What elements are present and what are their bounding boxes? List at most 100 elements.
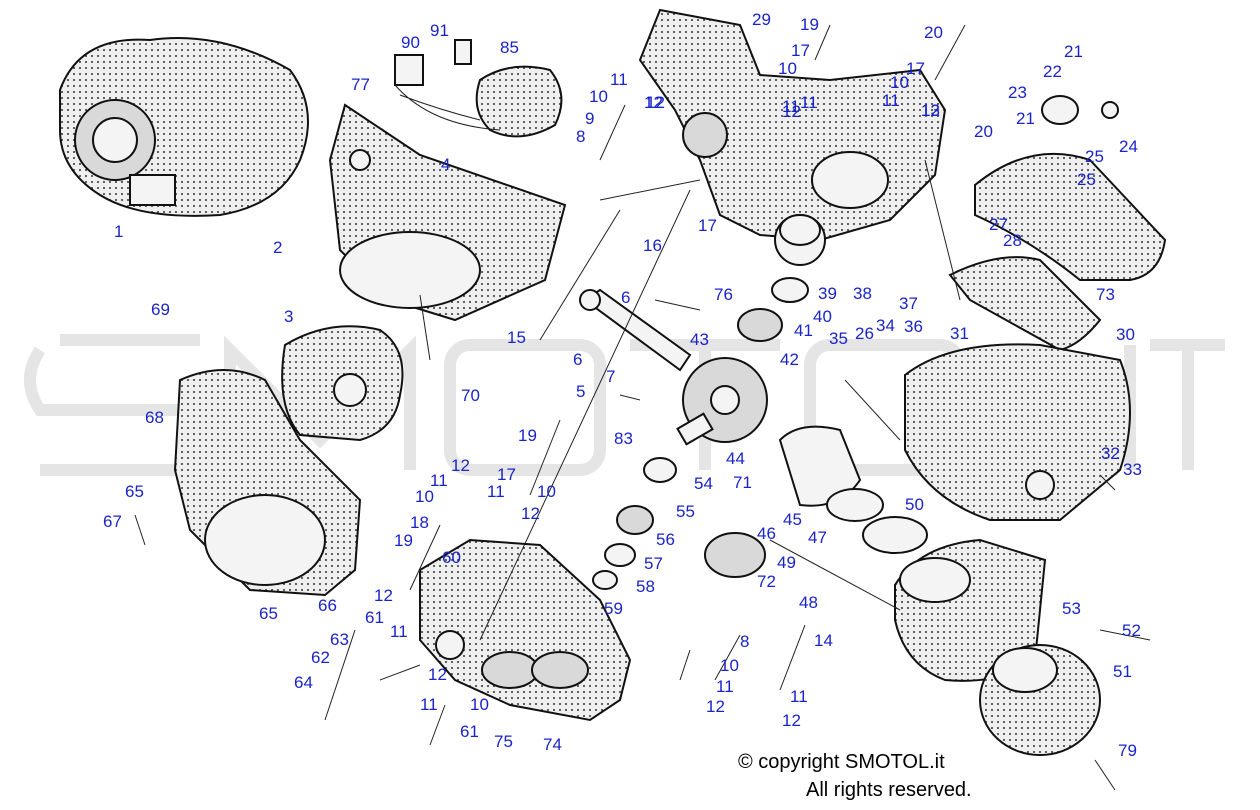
fan-shroud-67 [173, 369, 362, 597]
cylinder-cover-29 [904, 343, 1131, 521]
callout-label: 12 [921, 101, 940, 120]
callout-label: 31 [950, 324, 969, 343]
bearings-seals-row [592, 214, 821, 590]
callout-label: 90 [401, 33, 420, 52]
callout-label: 25 [1085, 147, 1104, 166]
callout-label: 40 [813, 307, 832, 326]
callout-label: 59 [604, 599, 623, 618]
callout-label: 39 [818, 284, 837, 303]
callout-label: 12 [706, 697, 725, 716]
callout-label: 57 [644, 554, 663, 573]
callout-label: 62 [311, 648, 330, 667]
callout-label: 11 [430, 471, 448, 490]
callout-label: 9 [585, 109, 594, 128]
callout-label: 4 [441, 155, 450, 174]
callout-label: 44 [726, 449, 745, 468]
copyright-line: © copyright SMOTOL.it [738, 751, 945, 773]
callout-label: 10 [890, 73, 909, 92]
callout-label: 60 [442, 548, 461, 567]
callout-label: 30 [1116, 325, 1135, 344]
callout-label: 10 [720, 656, 739, 675]
callout-label: 61 [460, 722, 479, 741]
callout-label: 29 [752, 10, 771, 29]
callout-label: 1 [114, 222, 123, 241]
callout-label: 11 [487, 482, 505, 501]
callout-label: 35 [829, 329, 848, 348]
callout-label: 50 [905, 495, 924, 514]
callout-label: 11 [420, 695, 438, 714]
callout-label: 19 [800, 15, 819, 34]
callout-label: 56 [656, 530, 675, 549]
callout-label: 68 [145, 408, 164, 427]
callout-label: 66 [318, 596, 337, 615]
rights-line: All rights reserved. [806, 779, 972, 801]
callout-label: 7 [606, 367, 615, 386]
callout-label: 41 [794, 321, 813, 340]
callout-label: 20 [924, 23, 943, 42]
callout-label: 42 [780, 350, 799, 369]
callout-label: 19 [394, 531, 413, 550]
callout-label: 11 [782, 97, 800, 116]
callout-label: 5 [576, 382, 585, 401]
callout-label: 21 [1064, 42, 1083, 61]
callout-label: 11 [882, 91, 900, 110]
callout-label: 17 [906, 59, 925, 78]
callout-label: 64 [294, 673, 313, 692]
callout-label: 65 [259, 604, 278, 623]
callout-label: 43 [690, 330, 709, 349]
callout-label: 6 [621, 288, 630, 307]
callout-label: 23 [1008, 83, 1027, 102]
callout-label: 36 [904, 317, 923, 336]
callout-label: 8 [576, 127, 585, 146]
callout-label: 72 [757, 572, 776, 591]
crankcase-left-half [419, 538, 632, 722]
callout-label: 12 [782, 711, 801, 730]
callout-label: 26 [855, 324, 874, 343]
callout-labels: 1 2 3 4 5 6 6 7 8 8 9 10 10 10 10 10 10 … [103, 10, 1142, 760]
callout-label: 17 [791, 41, 810, 60]
callout-label: 6 [573, 350, 582, 369]
callout-label: 34 [876, 316, 895, 335]
callout-label: 12 [644, 93, 663, 112]
callout-label: 32 [1101, 444, 1120, 463]
callout-label: 53 [1062, 599, 1081, 618]
callout-label: 12 [521, 504, 540, 523]
callout-label: 8 [740, 632, 749, 651]
flywheel-3 [281, 325, 404, 442]
callout-label: 25 [1077, 170, 1096, 189]
crankshaft-connecting-rod [579, 288, 768, 446]
callout-label: 67 [103, 512, 122, 531]
callout-label: 27 [989, 215, 1008, 234]
leader-lines [379, 179, 1151, 681]
callout-label: 13 [921, 101, 940, 120]
callout-label: 3 [284, 307, 293, 326]
callout-label: 70 [461, 386, 480, 405]
callout-label: 61 [365, 608, 384, 627]
callout-label: 12 [782, 102, 801, 121]
callout-label: 45 [783, 510, 802, 529]
callout-label: 10 [778, 59, 797, 78]
callout-label: 71 [733, 473, 752, 492]
callout-label: 55 [676, 502, 695, 521]
callout-label: 11 [790, 687, 808, 706]
callout-label: 65 [125, 482, 144, 501]
callout-label: 28 [1003, 231, 1022, 250]
callout-label: 58 [636, 577, 655, 596]
fan-housing-cover-4 [328, 103, 567, 322]
callout-label: 79 [1118, 741, 1137, 760]
callout-label: 69 [151, 300, 170, 319]
callout-label: 74 [543, 735, 562, 754]
callout-label: 77 [351, 75, 370, 94]
callout-label: 38 [853, 284, 872, 303]
callout-label: 52 [1122, 621, 1141, 640]
callout-label: 49 [777, 553, 796, 572]
engine-assembly-top-left [59, 37, 309, 217]
callout-label: 63 [330, 630, 349, 649]
callout-label: 15 [507, 328, 526, 347]
callout-label: 20 [974, 122, 993, 141]
cylinder-52 [894, 538, 1047, 682]
callout-label: 76 [714, 285, 733, 304]
callout-label: 10 [537, 482, 556, 501]
callout-label: 21 [1016, 109, 1035, 128]
callout-label: 14 [814, 631, 833, 650]
